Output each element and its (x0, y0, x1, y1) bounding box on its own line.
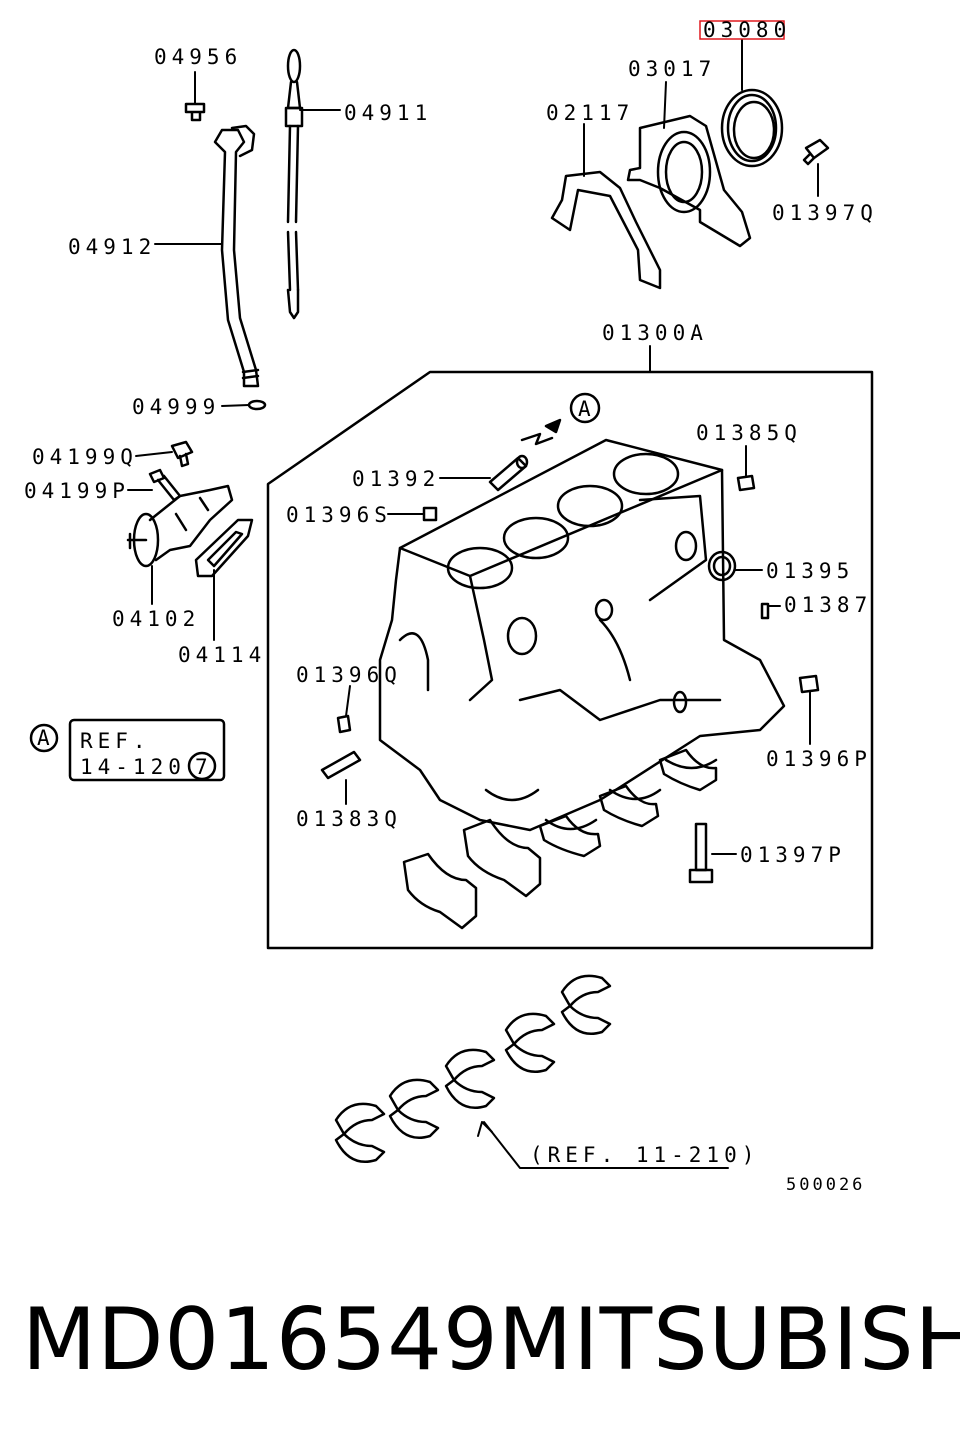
label-01396S: 01396S (286, 503, 392, 527)
label-01387: 01387 (784, 593, 872, 617)
label-01397P: 01397P (740, 843, 846, 867)
rear-oil-seal (720, 88, 784, 168)
label-03017: 03017 (628, 57, 716, 81)
stud-01383Q (320, 750, 362, 780)
block-journals (484, 758, 718, 831)
main-bearing-shells (334, 974, 612, 1163)
ref-box-line2: 14-120 (80, 755, 186, 779)
plug-01385Q (736, 474, 756, 492)
ref-box-letter: A (37, 726, 55, 750)
highlight-box (699, 20, 785, 40)
cylinder-block (378, 438, 786, 832)
ref-box (68, 718, 226, 782)
oil-dipstick (284, 48, 304, 320)
part-number: MD016549 (22, 1290, 499, 1390)
label-02117: 02117 (546, 101, 634, 125)
pump-bolts (148, 440, 194, 502)
label-01385Q: 01385Q (696, 421, 802, 445)
block-assembly-frame (266, 370, 874, 950)
dipstick-guide-tube (213, 124, 260, 388)
ref-arrow-letter: A (578, 397, 596, 421)
ref-circle-a (29, 723, 59, 753)
oil-seal-case-gasket (550, 170, 662, 290)
label-01396P: 01396P (766, 747, 872, 771)
ref-box-number: 7 (195, 755, 213, 779)
dowel-pin-01392 (488, 454, 529, 492)
oil-seal-case (626, 114, 752, 248)
bearing-ref-label: (REF. 11-210) (530, 1143, 759, 1167)
oil-pump-assembly (126, 484, 234, 568)
label-01300A: 01300A (602, 321, 708, 345)
o-ring (247, 399, 267, 411)
ref-circle-num (187, 751, 217, 781)
label-01395: 01395 (766, 559, 854, 583)
label-03080: 03080 (703, 18, 791, 42)
ref-arrow (520, 418, 562, 446)
label-01396Q: 01396Q (296, 663, 402, 687)
ref-arrow-circle (569, 392, 601, 424)
bolt-01397P (688, 822, 714, 884)
seal-case-bolt (802, 138, 830, 166)
main-bearing-caps (402, 748, 718, 930)
plug-01396Q (336, 714, 352, 734)
ring-01395 (707, 550, 737, 582)
label-01392: 01392 (352, 467, 440, 491)
label-04956: 04956 (154, 45, 242, 69)
plug-01396S (422, 506, 438, 522)
label-01383Q: 01383Q (296, 807, 402, 831)
label-04114: 04114 (178, 643, 266, 667)
guide-bolt (184, 102, 206, 122)
pin-01387 (760, 602, 770, 620)
label-04911: 04911 (344, 101, 432, 125)
diagram-code: 500026 (786, 1175, 865, 1195)
footer: MD016549 MITSUBISHI (0, 1290, 960, 1400)
oil-pump-gasket (194, 518, 254, 578)
leader-lines (127, 39, 819, 1169)
label-04999: 04999 (132, 395, 220, 419)
brand-name: MITSUBISHI (498, 1290, 960, 1390)
label-04199Q: 04199Q (32, 445, 138, 469)
label-04102: 04102 (112, 607, 200, 631)
label-01397Q: 01397Q (772, 201, 878, 225)
label-04199P: 04199P (24, 479, 130, 503)
plug-01396P (798, 674, 820, 694)
ref-box-line1: REF. (80, 729, 151, 753)
label-04912: 04912 (68, 235, 156, 259)
